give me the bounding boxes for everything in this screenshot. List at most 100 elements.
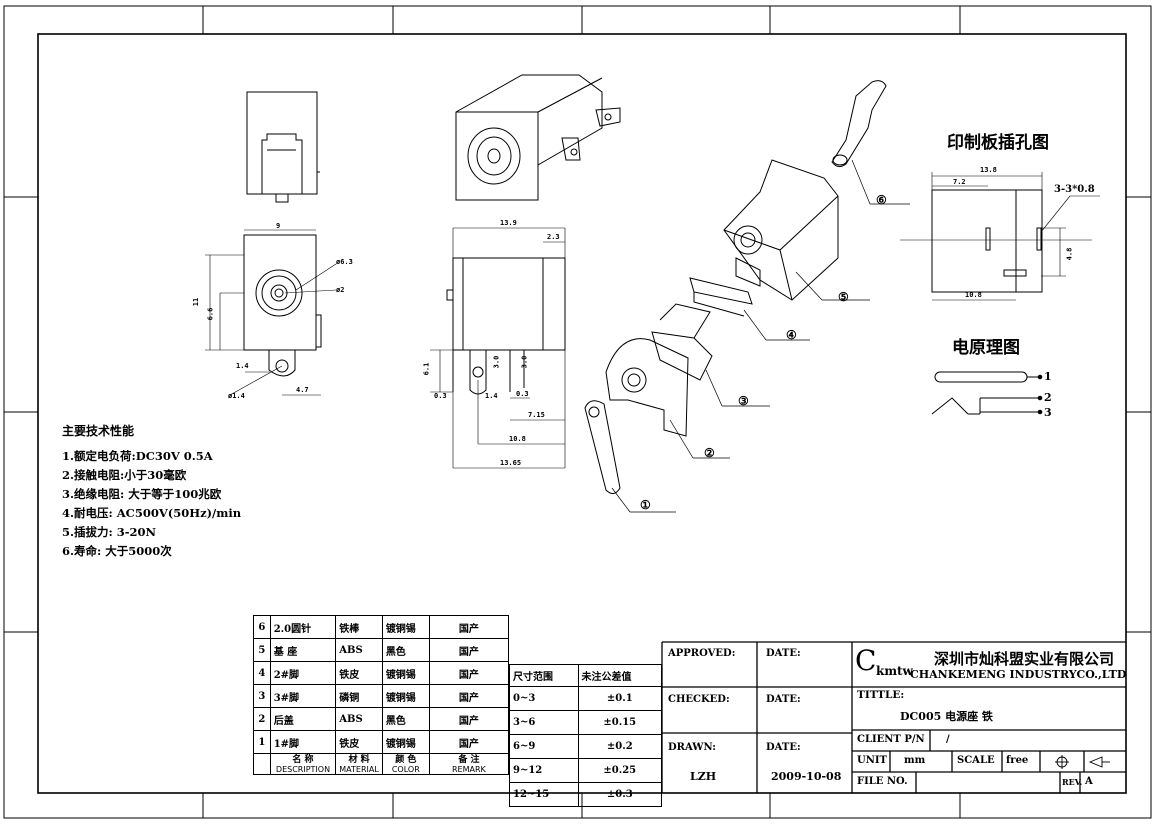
spec-title: 主要技术性能 — [62, 424, 135, 438]
rev-label: REV. — [1062, 777, 1083, 787]
dim-side-pin: 1.4 — [485, 392, 498, 400]
tolerance-row: 9~12±0.25 — [509, 758, 663, 783]
unit-label: UNIT — [857, 755, 887, 766]
balloon-5: ⑤ — [838, 290, 849, 304]
bom-header-remark-en: REMARK — [452, 764, 486, 774]
bom-cell-color: 黑色 — [381, 707, 430, 731]
company-logo-text: kmtw — [876, 664, 913, 678]
bom-cell-no: 6 — [253, 615, 271, 639]
dim-front-hole: ø1.4 — [228, 392, 245, 400]
checked-date-label: DATE: — [766, 694, 801, 705]
tolerance-header-value: 未注公差值 — [577, 664, 663, 687]
pcb-dim-total: 13.8 — [980, 166, 997, 174]
exploded-view — [584, 80, 887, 494]
title-block-lines — [661, 641, 1126, 793]
schematic-title: 电原理图 — [952, 338, 1020, 358]
balloon-4: ④ — [786, 328, 797, 342]
projection-symbol — [1055, 755, 1110, 769]
dim-front-slot: 1.4 — [236, 362, 249, 370]
approved-label: APPROVED: — [668, 648, 736, 659]
bom-header-color-cn: 颜 色 — [395, 754, 417, 765]
drawn-date-label: DATE: — [766, 742, 801, 753]
spec-item-1: 1.额定电负荷:DC30V 0.5A — [62, 449, 213, 463]
spec-item-2: 2.接触电阻:小于30毫欧 — [62, 468, 187, 482]
tolerance-header-range: 尺寸范围 — [509, 664, 579, 687]
bom-cell-remark: 国产 — [428, 684, 510, 708]
balloon-1: ① — [640, 498, 651, 512]
bom-cell-color: 黑色 — [381, 638, 430, 662]
scale-label: SCALE — [957, 755, 995, 766]
checked-label: CHECKED: — [668, 694, 730, 705]
bom-cell-color: 镀铜锡 — [381, 615, 430, 639]
bom-cell-no: 2 — [253, 707, 271, 731]
iso-assembled — [455, 74, 621, 201]
bom-cell-name: 后盖 — [269, 707, 337, 731]
bom-header-color-en: COLOR — [391, 764, 420, 774]
title-label: TITTLE: — [857, 689, 905, 701]
company-name-en: CHANKEMENG INDUSTRYCO.,LTD — [910, 668, 1127, 681]
bom-header-no — [253, 753, 271, 775]
tolerance-cell-value: ±0.2 — [577, 734, 663, 759]
dim-front-r1: ø6.3 — [336, 258, 353, 266]
scale-value: free — [1006, 755, 1029, 766]
bom-cell-color: 镀铜锡 — [381, 661, 430, 685]
pcb-layout — [900, 172, 1100, 301]
spec-item-4: 4.耐电压: AC500V(50Hz)/min — [62, 506, 242, 520]
bom-cell-color: 镀铜锡 — [381, 684, 430, 708]
bom-cell-remark: 国产 — [428, 638, 510, 662]
bom-header-material-cn: 材 料 — [348, 754, 370, 765]
bom-header-name-cn: 名 称 — [292, 754, 314, 765]
dim-side-g: 13.65 — [500, 459, 522, 467]
tolerance-cell-value: ±0.3 — [577, 782, 663, 807]
pcb-dim-height: 4.8 — [1065, 247, 1074, 261]
rev-value: A — [1085, 776, 1093, 787]
spec-item-3: 3.绝缘电阻: 大于等于100兆欧 — [62, 487, 222, 501]
tolerance-header: 尺寸范围 未注公差值 — [509, 664, 663, 687]
schematic-pin-1: 1 — [1044, 370, 1052, 383]
drawn-by: LZH — [690, 770, 717, 783]
pcb-dim-bottom: 10.8 — [965, 291, 982, 299]
bom-cell-no: 4 — [253, 661, 271, 685]
bom-cell-remark: 国产 — [428, 730, 510, 754]
dim-front-width: 9 — [276, 222, 281, 230]
bom-cell-color: 镀铜锡 — [381, 730, 430, 754]
bom-cell-material: ABS — [335, 638, 383, 662]
side-view — [430, 227, 566, 469]
approved-date-label: DATE: — [766, 648, 801, 659]
bom-cell-name: 1#脚 — [269, 730, 337, 754]
drawn-label: DRAWN: — [668, 742, 716, 753]
dim-side-e: 7.15 — [528, 411, 545, 419]
bom-header-remark-cn: 备 注 — [458, 754, 480, 765]
company-name-cn: 深圳市灿科盟实业有限公司 — [934, 650, 1115, 668]
tolerance-cell-range: 0~3 — [509, 686, 579, 711]
bom-cell-material: 铁皮 — [335, 730, 383, 754]
drawn-date: 2009-10-08 — [771, 770, 842, 783]
title-value: DC005 电源座 铁 — [900, 710, 993, 723]
schematic-pin-3: 3 — [1044, 406, 1052, 419]
bom-cell-material: 铁棒 — [335, 615, 383, 639]
dim-front-height: 11 — [192, 297, 201, 307]
client-pn-value: / — [946, 734, 950, 745]
tolerance-cell-range: 9~12 — [509, 758, 579, 783]
unit-value: mm — [904, 755, 926, 766]
dim-side-height: 6.1 — [422, 362, 431, 376]
bom-cell-material: 铁皮 — [335, 661, 383, 685]
dim-front-height2: 6.6 — [206, 307, 215, 321]
dim-side-d: 0.3 — [516, 390, 529, 398]
dim-side-f: 10.8 — [509, 435, 526, 443]
bom-cell-no: 1 — [253, 730, 271, 754]
balloon-2: ② — [704, 446, 715, 460]
tolerance-cell-value: ±0.15 — [577, 710, 663, 735]
schematic-pin-2: 2 — [1044, 391, 1052, 404]
